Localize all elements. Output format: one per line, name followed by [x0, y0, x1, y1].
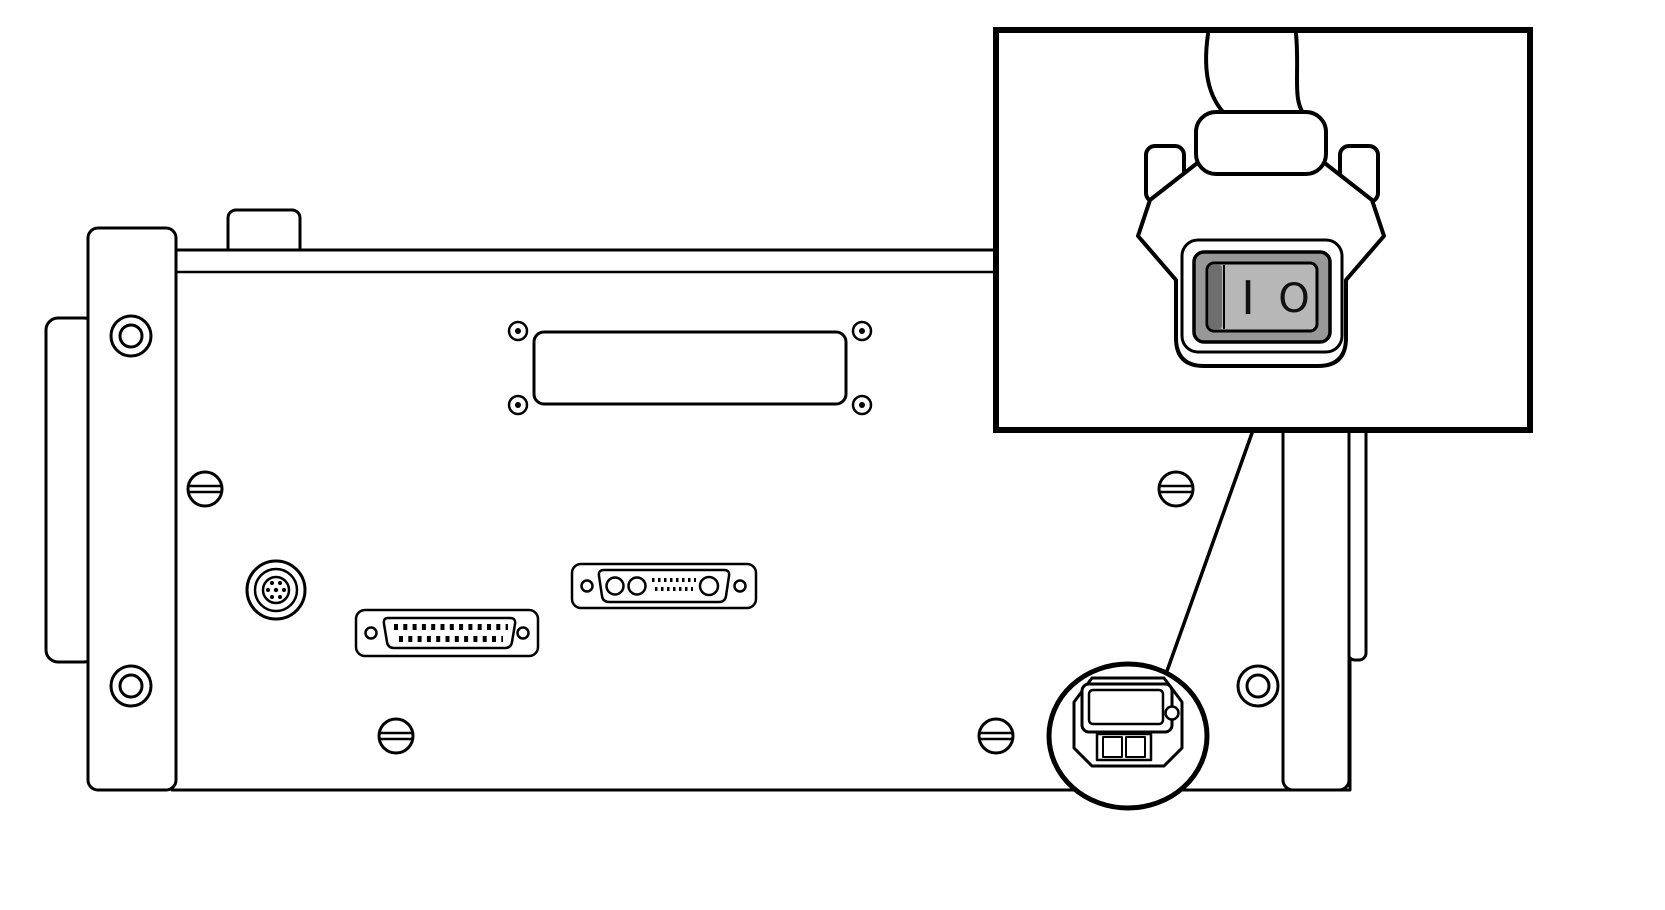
circular-connector: [245, 559, 307, 621]
callout-leader-line: [1165, 431, 1254, 673]
switch-off-marking: O: [1278, 276, 1309, 322]
fuse-window: [1125, 736, 1146, 758]
plate-screw: [851, 320, 873, 342]
connector-mount-hole: [733, 579, 747, 593]
bolt-hole: [1236, 664, 1280, 708]
bolt-hole: [109, 314, 153, 358]
connector-mount-hole: [516, 626, 530, 640]
slotted-screw: [186, 470, 224, 508]
bolt-hole: [109, 664, 153, 708]
power-entry-module: [1046, 661, 1210, 811]
combo-d-connector: [570, 562, 758, 610]
blank-cover-plate: [507, 320, 873, 416]
coax-pin: [605, 576, 625, 596]
callout-inset: I O: [993, 27, 1533, 433]
mounting-bracket-left: [86, 226, 178, 792]
fuse-window: [1102, 736, 1123, 758]
fuse-drawer: [1095, 732, 1153, 762]
coax-pin: [698, 575, 720, 597]
slotted-screw: [377, 717, 415, 755]
slotted-screw: [977, 717, 1015, 755]
module-screw: [1164, 705, 1180, 721]
plate-screw: [851, 394, 873, 416]
dsub-shell: [597, 568, 731, 604]
db25-connector: [354, 608, 540, 658]
switch-on-marking: I: [1241, 271, 1255, 325]
dsub-shell: [382, 616, 517, 650]
rocker-switch: I O: [1192, 250, 1332, 344]
rear-panel-assembly: [44, 208, 1368, 811]
coax-pin: [627, 576, 647, 596]
switch-rocker: [1205, 261, 1319, 333]
connector-mount-hole: [364, 626, 378, 640]
plug-strain-relief: [1194, 110, 1328, 176]
connector-mount-hole: [580, 579, 594, 593]
plate-screw: [507, 394, 529, 416]
iec-inlet-opening: [1087, 688, 1165, 726]
plate-screw: [507, 320, 529, 342]
switch-pressed-edge: [1209, 265, 1222, 329]
slotted-screw: [1157, 470, 1195, 508]
